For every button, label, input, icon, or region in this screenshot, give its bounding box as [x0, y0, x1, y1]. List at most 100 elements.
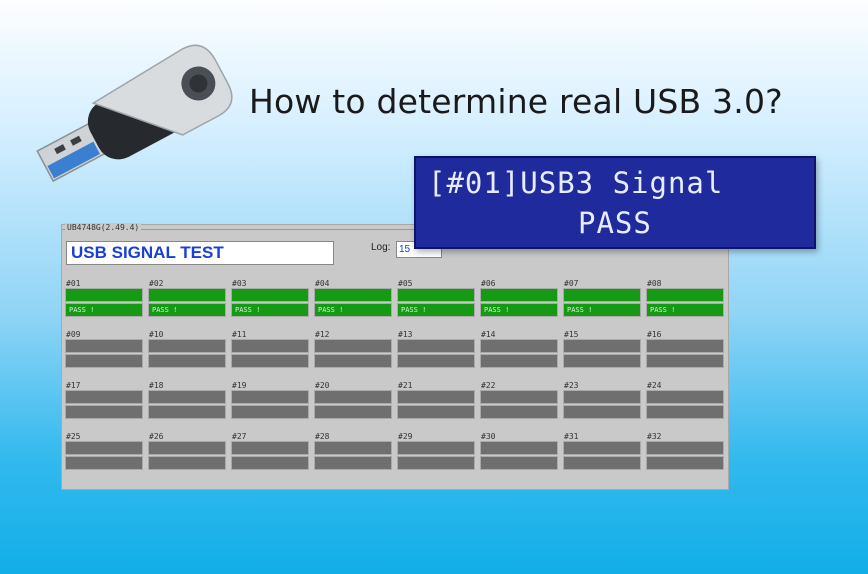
- port-label: #01: [66, 279, 81, 288]
- port-signal-bar: [314, 339, 392, 353]
- port-status-bar: [314, 456, 392, 470]
- port-signal-bar: [563, 441, 641, 455]
- usb-flash-drive-icon: [36, 44, 233, 183]
- port-label: #22: [481, 381, 496, 390]
- port-status-bar: [480, 405, 558, 419]
- port-status-bar: PASS !: [480, 303, 558, 317]
- lcd-status-panel: [#01]USB3 Signal PASS: [414, 156, 816, 249]
- port-cell: #18: [148, 381, 226, 426]
- port-label: #12: [315, 330, 330, 339]
- port-signal-bar: [646, 441, 724, 455]
- port-signal-bar: [480, 390, 558, 404]
- port-signal-bar: [148, 441, 226, 455]
- port-label: #16: [647, 330, 662, 339]
- port-label: #14: [481, 330, 496, 339]
- port-status-bar: PASS !: [646, 303, 724, 317]
- port-status-bar: [314, 354, 392, 368]
- port-signal-bar: [646, 339, 724, 353]
- port-label: #26: [149, 432, 164, 441]
- port-signal-bar: [148, 390, 226, 404]
- usb-tester-window: UB4748G(2.49.4) USB SIGNAL TEST Log: 15 …: [61, 223, 729, 490]
- port-cell: #25: [65, 432, 143, 477]
- port-cell: #14: [480, 330, 558, 375]
- port-signal-bar: [65, 339, 143, 353]
- port-signal-bar: [231, 288, 309, 302]
- port-label: #32: [647, 432, 662, 441]
- port-cell: #24: [646, 381, 724, 426]
- port-status-bar: [646, 456, 724, 470]
- port-status-bar: [397, 405, 475, 419]
- port-status-bar: [314, 405, 392, 419]
- port-label: #31: [564, 432, 579, 441]
- port-status-bar: [480, 456, 558, 470]
- lcd-line-1: [#01]USB3 Signal: [428, 166, 724, 200]
- port-signal-bar: [65, 288, 143, 302]
- port-cell: #12: [314, 330, 392, 375]
- port-cell: #17: [65, 381, 143, 426]
- port-signal-bar: [480, 339, 558, 353]
- port-status-bar: PASS !: [563, 303, 641, 317]
- port-status-bar: [148, 405, 226, 419]
- port-signal-bar: [397, 441, 475, 455]
- port-label: #30: [481, 432, 496, 441]
- port-cell: #28: [314, 432, 392, 477]
- port-status-bar: PASS !: [148, 303, 226, 317]
- port-label: #09: [66, 330, 81, 339]
- port-status-bar: [65, 405, 143, 419]
- port-label: #29: [398, 432, 413, 441]
- port-signal-bar: [148, 339, 226, 353]
- port-cell: #19: [231, 381, 309, 426]
- port-label: #25: [66, 432, 81, 441]
- port-status-bar: [231, 354, 309, 368]
- port-label: #27: [232, 432, 247, 441]
- port-label: #18: [149, 381, 164, 390]
- test-name-field[interactable]: USB SIGNAL TEST: [66, 241, 334, 265]
- port-signal-bar: [563, 390, 641, 404]
- port-status-bar: [231, 405, 309, 419]
- port-cell: #29: [397, 432, 475, 477]
- port-signal-bar: [480, 288, 558, 302]
- port-status-bar: [480, 354, 558, 368]
- port-signal-bar: [231, 441, 309, 455]
- port-cell: #31: [563, 432, 641, 477]
- port-signal-bar: [480, 441, 558, 455]
- port-label: #15: [564, 330, 579, 339]
- port-signal-bar: [65, 390, 143, 404]
- port-label: #05: [398, 279, 413, 288]
- port-status-bar: [148, 456, 226, 470]
- port-cell: #30: [480, 432, 558, 477]
- port-signal-bar: [314, 390, 392, 404]
- port-label: #13: [398, 330, 413, 339]
- port-label: #23: [564, 381, 579, 390]
- port-label: #10: [149, 330, 164, 339]
- port-signal-bar: [314, 288, 392, 302]
- port-signal-bar: [231, 390, 309, 404]
- port-label: #17: [66, 381, 81, 390]
- port-signal-bar: [646, 390, 724, 404]
- port-label: #08: [647, 279, 662, 288]
- port-signal-bar: [314, 441, 392, 455]
- port-label: #03: [232, 279, 247, 288]
- port-status-bar: [65, 354, 143, 368]
- port-cell: #16: [646, 330, 724, 375]
- headline: How to determine real USB 3.0?: [249, 82, 783, 121]
- port-status-bar: [646, 354, 724, 368]
- port-cell: #26: [148, 432, 226, 477]
- port-label: #04: [315, 279, 330, 288]
- port-label: #28: [315, 432, 330, 441]
- port-status-bar: [397, 354, 475, 368]
- port-status-bar: [563, 405, 641, 419]
- port-signal-bar: [148, 288, 226, 302]
- port-status-bar: [397, 456, 475, 470]
- port-cell: #10: [148, 330, 226, 375]
- port-cell: #32: [646, 432, 724, 477]
- port-cell: #11: [231, 330, 309, 375]
- port-status-bar: [148, 354, 226, 368]
